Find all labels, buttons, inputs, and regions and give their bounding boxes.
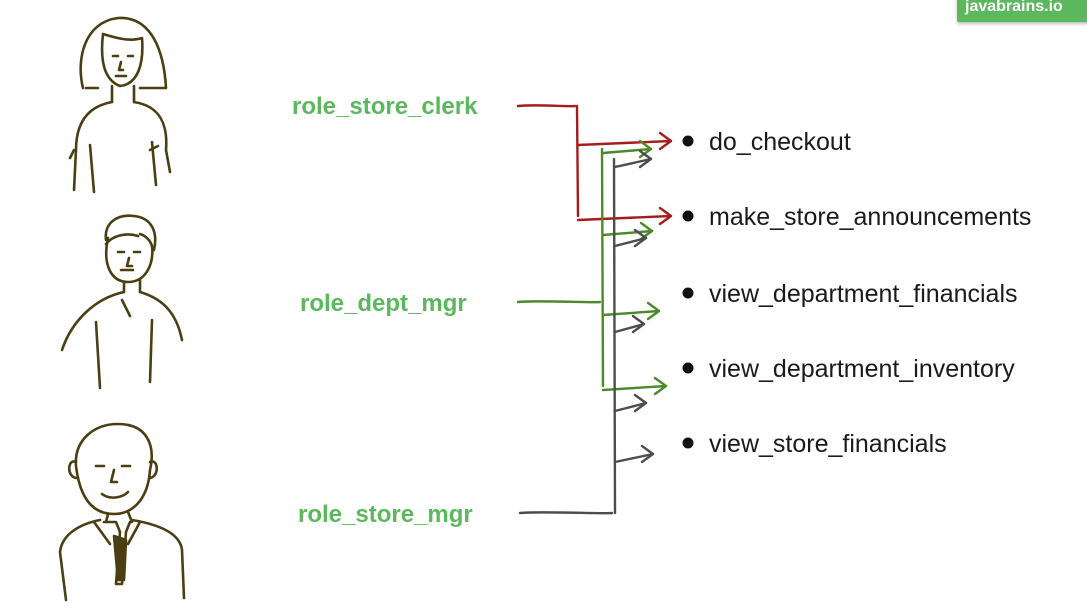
permission-label: view_department_inventory <box>709 355 1015 383</box>
bullet-icon <box>682 287 694 299</box>
arrowhead-icon <box>640 444 655 464</box>
permission-item: view_store_financials <box>682 430 947 458</box>
connector-branch <box>601 229 654 237</box>
connector-branch <box>613 157 653 169</box>
role-label: role_store_mgr <box>298 501 473 528</box>
arrowhead-icon <box>653 376 668 396</box>
arrowhead-icon <box>633 228 648 248</box>
role-connector <box>516 104 673 226</box>
connector-line <box>518 511 614 515</box>
permission-item: view_department_inventory <box>682 355 1015 383</box>
connector-trunk <box>612 157 617 515</box>
arrowhead-icon <box>633 393 648 413</box>
permission-label: do_checkout <box>709 128 851 156</box>
arrowhead-icon <box>638 149 653 169</box>
connector-branch <box>601 384 668 392</box>
role-label: role_store_clerk <box>292 93 478 120</box>
connector-trunk <box>575 104 580 218</box>
brand-badge: javabrains.io <box>957 0 1087 22</box>
permission-item: view_department_financials <box>682 280 1018 308</box>
permission-label: make_store_announcements <box>709 203 1031 231</box>
role-permission-connectors <box>516 104 673 515</box>
connector-branch <box>576 214 673 222</box>
arrowhead-icon <box>631 314 646 334</box>
arrowhead-icon <box>658 206 673 226</box>
connector-branch <box>613 236 648 248</box>
permission-item: do_checkout <box>682 128 851 156</box>
role-connector <box>518 149 655 515</box>
bullet-icon <box>682 437 694 449</box>
connector-line <box>516 300 602 304</box>
man-figure-icon <box>60 214 184 390</box>
permission-label: view_store_financials <box>709 430 947 458</box>
manager-with-tie-figure-icon <box>58 422 186 602</box>
connector-branch <box>613 401 648 413</box>
connector-branch <box>613 452 655 464</box>
connector-branch <box>601 309 661 317</box>
woman-figure-icon <box>68 16 172 194</box>
arrowhead-icon <box>658 131 673 151</box>
connector-trunk <box>600 147 605 388</box>
connector-branch <box>613 322 646 334</box>
role-connector <box>516 139 668 396</box>
permission-label: view_department_financials <box>709 280 1018 308</box>
bullet-icon <box>682 135 694 147</box>
role-label: role_dept_mgr <box>300 290 467 317</box>
permission-item: make_store_announcements <box>682 203 1031 231</box>
bullet-icon <box>682 362 694 374</box>
arrowhead-icon <box>646 301 661 321</box>
connector-branch <box>601 147 653 155</box>
connector-branch <box>576 139 673 147</box>
connector-line <box>516 104 577 108</box>
bullet-icon <box>682 210 694 222</box>
